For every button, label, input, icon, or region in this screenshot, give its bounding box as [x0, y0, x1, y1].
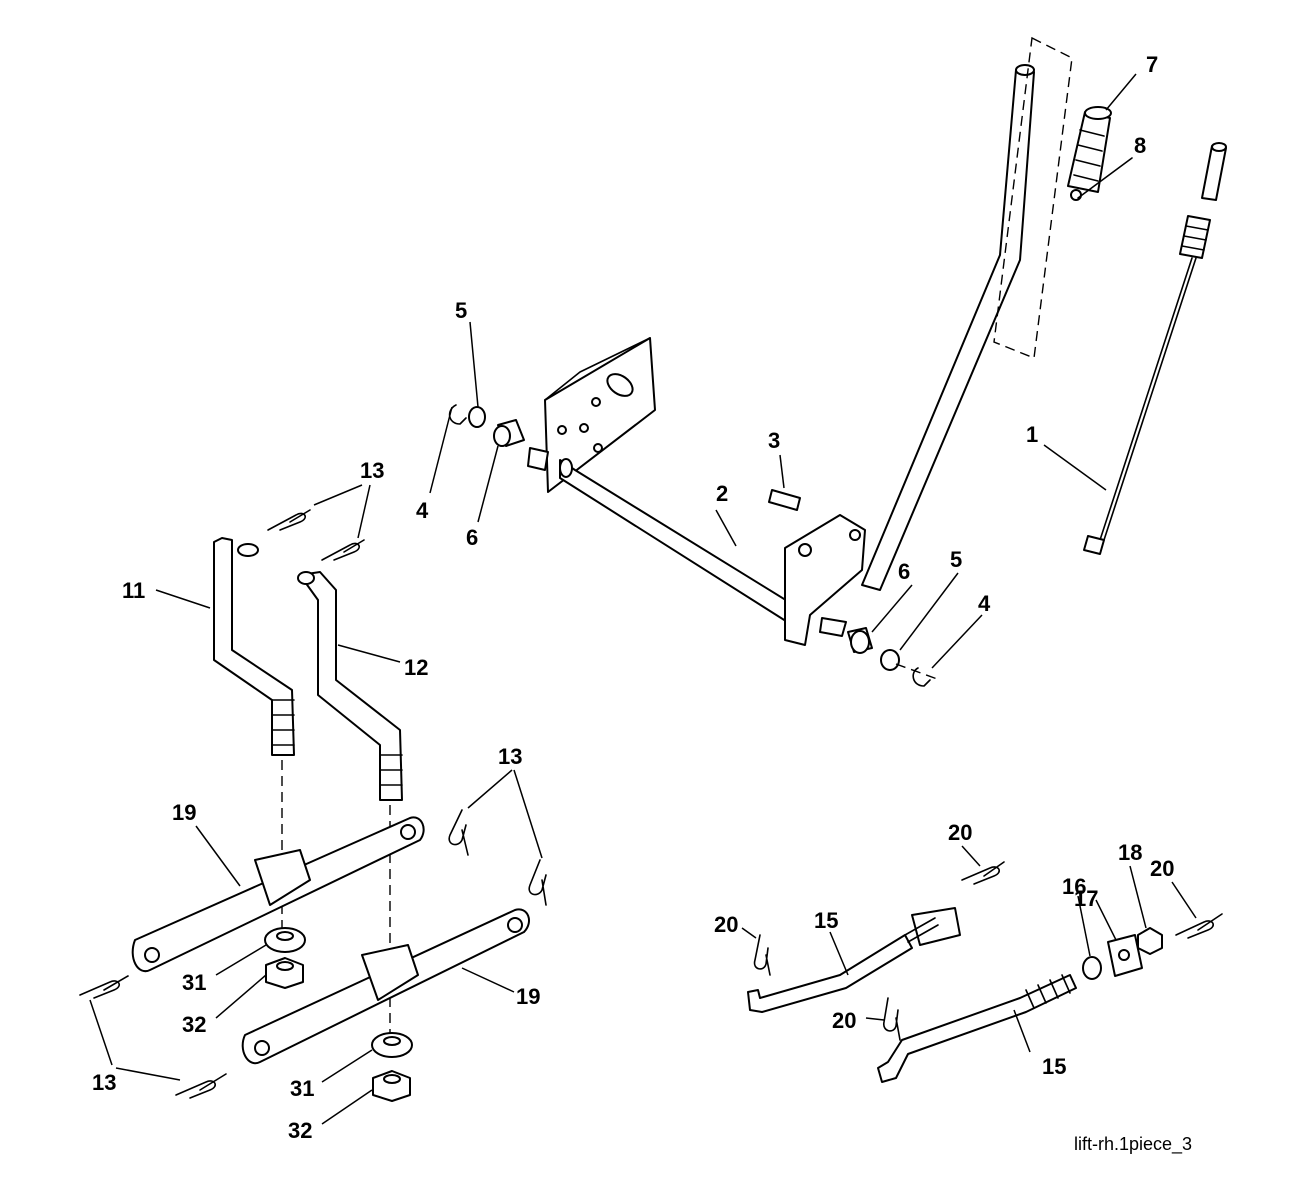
lift-arm-19-lower: [241, 908, 530, 1065]
handle-grip: [1067, 106, 1133, 201]
label-20-right: 20: [1150, 856, 1174, 881]
label-6-left: 6: [466, 525, 478, 550]
lift-handle: [861, 36, 1073, 591]
label-19-lower: 19: [516, 984, 540, 1009]
lift-link-12: [297, 571, 403, 801]
label-18: 18: [1118, 840, 1142, 865]
label-31-upper: 31: [182, 970, 206, 995]
lift-shaft: [527, 447, 811, 631]
hairpin-clip-20: [753, 861, 1223, 1041]
label-4-left: 4: [416, 498, 429, 523]
nut-32-upper: [265, 957, 304, 989]
diagram-caption: lift-rh.1piece_3: [1074, 1134, 1192, 1155]
part-labels: 7 8 1 3 2 5 4 6 6 5 4 13 11 12 13 19 19 …: [92, 52, 1174, 1143]
label-5-right: 5: [950, 547, 962, 572]
leader-lines: [89, 73, 1197, 1125]
label-15-lower: 15: [1042, 1054, 1066, 1079]
nut-18: [1137, 927, 1163, 955]
label-8: 8: [1134, 133, 1146, 158]
label-16: 16: [1062, 874, 1086, 899]
handle-mount: [784, 514, 866, 646]
hairpin-clip-13-lower: [79, 809, 547, 1099]
hairpin-clip-13-top: [267, 509, 365, 561]
label-6-right: 6: [898, 559, 910, 584]
label-31-lower: 31: [290, 1076, 314, 1101]
label-12: 12: [404, 655, 428, 680]
label-1: 1: [1026, 422, 1038, 447]
label-13-top: 13: [360, 458, 384, 483]
adjust-rod-15-lower: [877, 974, 1077, 1083]
spacer-31-upper: [264, 927, 306, 953]
label-3: 3: [768, 428, 780, 453]
label-13-lower: 13: [92, 1070, 116, 1095]
label-5-left: 5: [455, 298, 467, 323]
label-11: 11: [122, 578, 145, 603]
left-shaft-hardware: [448, 404, 525, 447]
adjust-rod-15-upper: [747, 907, 961, 1013]
label-4-right: 4: [978, 591, 991, 616]
label-32-lower: 32: [288, 1118, 312, 1143]
lift-link-11: [213, 537, 295, 756]
key: [768, 489, 801, 511]
label-2: 2: [716, 481, 728, 506]
lift-arm-19-upper: [131, 816, 425, 973]
label-32-upper: 32: [182, 1012, 206, 1037]
label-20-top: 20: [948, 820, 972, 845]
label-13-middle: 13: [498, 744, 522, 769]
label-20-bottom: 20: [832, 1008, 856, 1033]
label-19-upper: 19: [172, 800, 196, 825]
label-15-upper: 15: [814, 908, 838, 933]
label-7: 7: [1146, 52, 1158, 77]
trunnion-17: [1107, 934, 1143, 977]
nut-32-lower: [372, 1070, 411, 1102]
label-17: 17: [1074, 886, 1098, 911]
washer-16: [1082, 956, 1102, 980]
adjustment-rod: [1083, 142, 1227, 555]
spacer-31-lower: [371, 1032, 413, 1058]
right-shaft-hardware: [847, 627, 941, 687]
label-20-left: 20: [714, 912, 738, 937]
pivot-bracket: [544, 337, 656, 493]
